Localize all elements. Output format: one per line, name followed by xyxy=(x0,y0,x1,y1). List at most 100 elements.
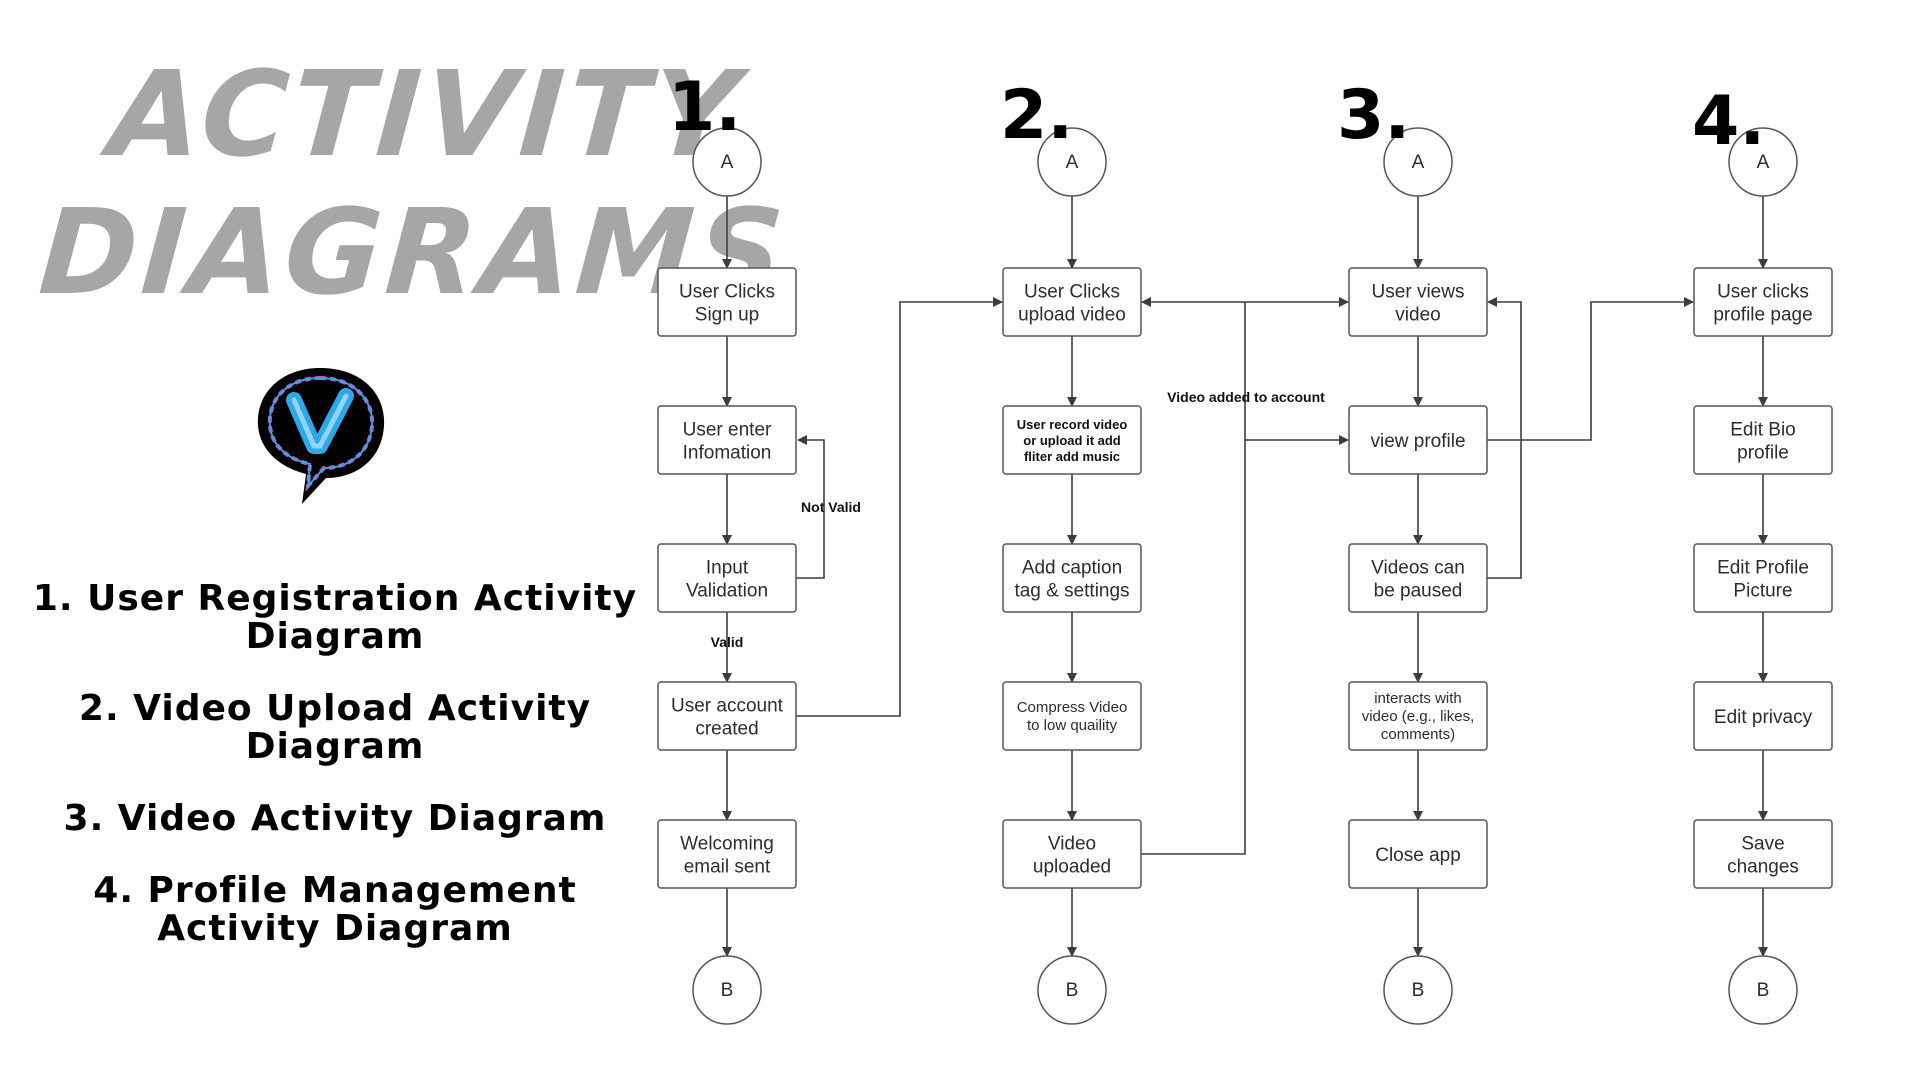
action-box xyxy=(1693,681,1833,751)
edge-uploaded-to-profile xyxy=(1141,440,1246,855)
action-label-line: interacts with xyxy=(1374,690,1462,707)
start-node-2: A xyxy=(1037,127,1107,197)
start-circle xyxy=(1728,127,1798,197)
action-label-line: email sent xyxy=(684,857,771,878)
action-label-line: upload video xyxy=(1018,305,1126,326)
action-box xyxy=(1002,267,1142,337)
end-circle xyxy=(692,955,762,1025)
app-logo-icon xyxy=(257,368,385,504)
action-box xyxy=(1693,819,1833,889)
action-label-line: changes xyxy=(1727,857,1799,878)
start-circle xyxy=(692,127,762,197)
end-circle xyxy=(1037,955,1107,1025)
end-node-1: B xyxy=(692,955,762,1025)
action-label-line: fliter add music xyxy=(1024,449,1120,464)
action-label-line: created xyxy=(695,719,758,740)
action-label-line: User account xyxy=(671,696,784,717)
start-circle xyxy=(1037,127,1107,197)
action-label-line: User record video xyxy=(1017,417,1128,432)
start-label: A xyxy=(721,152,734,173)
action-box xyxy=(1348,681,1488,751)
end-circle xyxy=(1728,955,1798,1025)
action-label-line: Validation xyxy=(686,581,768,602)
end-label: B xyxy=(1066,980,1079,1001)
end-node-2: B xyxy=(1037,955,1107,1025)
start-circle xyxy=(1383,127,1453,197)
action-label-line: be paused xyxy=(1374,581,1463,602)
action-box xyxy=(1693,543,1833,613)
action-box xyxy=(1348,543,1488,613)
action-label-line: profile page xyxy=(1713,305,1812,326)
action-node-3-2: view profile xyxy=(1348,405,1488,475)
legend-item-3: 3. Video Activity Diagram xyxy=(63,798,607,839)
action-label-line: Edit privacy xyxy=(1714,707,1813,728)
action-box xyxy=(1002,819,1142,889)
start-node-1: A xyxy=(692,127,762,197)
end-label: B xyxy=(1757,980,1770,1001)
start-label: A xyxy=(1412,152,1425,173)
action-box xyxy=(657,819,797,889)
action-box xyxy=(1002,681,1142,751)
diagram-number-4: 4. xyxy=(1692,82,1765,161)
diagram-number-3: 3. xyxy=(1337,76,1410,155)
action-box xyxy=(1002,405,1142,475)
action-label-line: User clicks xyxy=(1717,282,1809,303)
action-label-line: Edit Profile xyxy=(1717,558,1809,579)
diagram-edges xyxy=(722,196,1768,957)
action-label-line: Sign up xyxy=(695,305,759,326)
action-box xyxy=(1348,267,1488,337)
diagram-number-2: 2. xyxy=(1000,76,1073,155)
label-video-added: Video added to account xyxy=(1167,389,1325,405)
action-label-line: comments) xyxy=(1381,726,1455,743)
end-label: B xyxy=(1412,980,1425,1001)
action-label-line: Save xyxy=(1741,834,1784,855)
legend-item-2: 2. Video Upload Activity Diagram xyxy=(78,688,592,767)
action-label-line: Picture xyxy=(1733,581,1792,602)
start-node-3: A xyxy=(1383,127,1453,197)
edge-not-valid xyxy=(796,435,825,579)
action-box xyxy=(1693,405,1833,475)
action-node-3-5: Close app xyxy=(1348,819,1488,889)
label-not-valid: Not Valid xyxy=(801,499,861,515)
action-box xyxy=(1002,543,1142,613)
action-label-line: Edit Bio xyxy=(1730,420,1795,441)
start-label: A xyxy=(1757,152,1770,173)
action-label-line: or upload it add xyxy=(1023,433,1121,448)
action-box xyxy=(657,405,797,475)
action-label-line: Video xyxy=(1048,834,1096,855)
action-label-line: User views xyxy=(1372,282,1465,303)
action-box xyxy=(657,543,797,613)
action-label-line: User Clicks xyxy=(1024,282,1120,303)
end-node-3: B xyxy=(1383,955,1453,1025)
edge-account-to-upload xyxy=(796,297,1003,717)
action-box xyxy=(657,267,797,337)
action-label-line: to low quaility xyxy=(1027,717,1118,734)
action-label-line: Input xyxy=(706,558,749,579)
action-label-line: Videos can xyxy=(1371,558,1465,579)
end-node-4: B xyxy=(1728,955,1798,1025)
action-box xyxy=(1693,267,1833,337)
action-label-line: Welcoming xyxy=(680,834,774,855)
end-circle xyxy=(1383,955,1453,1025)
action-node-4-4: Edit privacy xyxy=(1693,681,1833,751)
action-label-line: User enter xyxy=(683,420,772,441)
action-label-line: uploaded xyxy=(1033,857,1111,878)
action-label-line: Close app xyxy=(1375,845,1461,866)
action-label-line: User Clicks xyxy=(679,282,775,303)
